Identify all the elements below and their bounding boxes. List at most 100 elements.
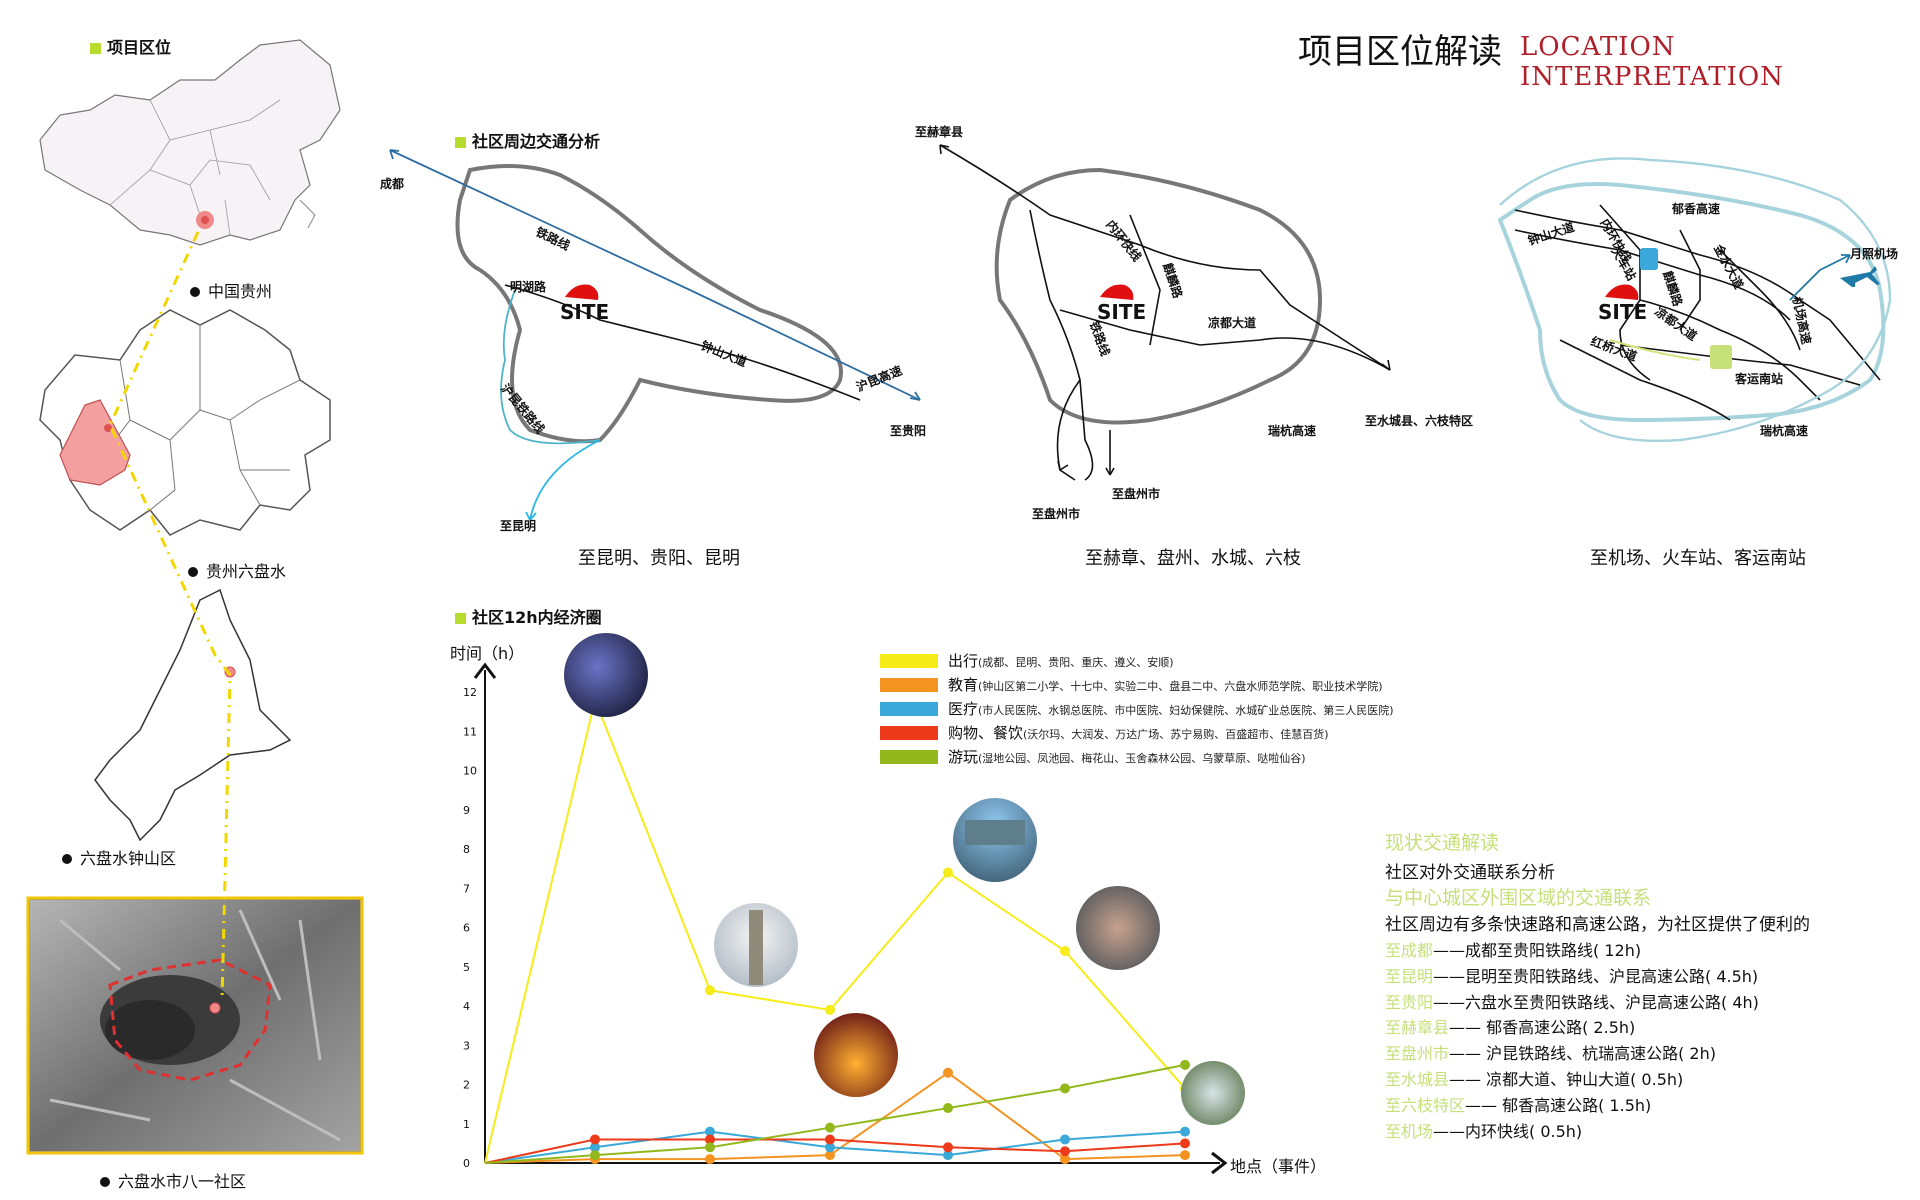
transport-title: 现状交通解读	[1385, 832, 1500, 854]
map2-label-liangdu: 凉都大道	[1208, 316, 1257, 330]
route-detail: ——内环快线( 0.5h)	[1433, 1121, 1583, 1141]
econ-y-axis-label: 时间（h）	[450, 644, 525, 663]
route-detail: —— 凉都大道、钟山大道( 0.5h)	[1449, 1070, 1684, 1089]
route-detail: —— 郁香高速公路( 1.5h)	[1465, 1095, 1652, 1115]
series-point	[1060, 1146, 1070, 1157]
series-point	[590, 1142, 600, 1153]
transport-route: 至赫章县—— 郁香高速公路( 2.5h)	[1385, 1014, 1635, 1038]
series-point	[825, 1004, 835, 1015]
map3-caption: 至机场、火车站、客运南站	[1590, 548, 1806, 569]
y-tick-label: 11	[463, 725, 477, 738]
bullet-icon	[190, 287, 200, 297]
route-destination: 至水城县	[1385, 1070, 1450, 1089]
bullet-icon	[188, 567, 198, 577]
route-destination: 至贵阳	[1385, 992, 1434, 1012]
y-tick-label: 9	[463, 804, 470, 817]
legend-item-shopping: 购物、餐饮(沃尔玛、大润发、万达广场、苏宁易购、百盛超市、佳慧百货)	[880, 722, 1329, 742]
location-level-4: 六盘水市八一社区	[100, 1168, 246, 1192]
map2-label-panzhou-2: 至盘州市	[1032, 507, 1081, 521]
y-tick-label: 10	[463, 765, 477, 778]
y-tick-label: 3	[463, 1039, 470, 1052]
legend-swatch	[880, 750, 938, 764]
location-section-title: 项目区位	[90, 34, 171, 58]
econ-chart-lines	[484, 694, 1190, 1165]
transport-route: 至贵阳——六盘水至贵阳铁路线、沪昆高速公路( 4h)	[1385, 989, 1759, 1013]
series-point	[943, 1142, 953, 1153]
y-tick-label: 8	[463, 843, 470, 856]
series-point	[825, 1142, 835, 1153]
series-point	[1060, 1083, 1070, 1094]
section-square-icon	[90, 43, 101, 54]
series-point	[1180, 1059, 1190, 1070]
location-level-1: 中国贵州	[190, 278, 272, 302]
traffic-map-2	[939, 144, 1391, 481]
route-detail: ——六盘水至贵阳铁路线、沪昆高速公路( 4h)	[1433, 992, 1759, 1012]
legend-item-medical: 医疗(市人民医院、水钢总医院、市中医院、妇幼保健院、水城矿业总医院、第三人民医院…	[880, 698, 1394, 718]
econ-section-title: 社区12h内经济圈	[455, 604, 602, 628]
y-tick-label: 6	[463, 922, 470, 935]
series-point	[943, 1067, 953, 1078]
route-detail: ——成都至贵阳铁路线( 12h)	[1433, 941, 1642, 960]
y-tick-label: 5	[463, 961, 470, 974]
location-level-3: 六盘水钟山区	[62, 845, 176, 869]
section-square-icon	[455, 137, 466, 148]
series-point	[705, 1134, 715, 1145]
page-title-en: LOCATION INTERPRETATION	[1520, 32, 1784, 92]
route-destination: 至机场	[1385, 1121, 1434, 1141]
map2-label-panzhou-1: 至盘州市	[1112, 487, 1161, 501]
map2-caption: 至赫章、盘州、水城、六枝	[1085, 548, 1301, 569]
transport-route: 至水城县—— 凉都大道、钟山大道( 0.5h)	[1385, 1066, 1683, 1090]
map1-label-guiyang: 至贵阳	[890, 424, 927, 438]
transport-sub2: 与中心城区外围区域的交通联系	[1385, 887, 1652, 909]
map3-label-yuezhao: 月照机场	[1850, 247, 1899, 261]
econ-chart-axes	[473, 662, 1228, 1175]
traffic-map-3	[1497, 157, 1892, 443]
route-detail: ——昆明至贵阳铁路线、沪昆高速公路( 4.5h)	[1433, 966, 1759, 986]
section-square-icon	[455, 613, 466, 624]
map2-label-hezhang: 至赫章县	[915, 125, 964, 139]
map2-label-shuicheng: 至水城县、六枝特区	[1365, 414, 1474, 428]
y-tick-label: 7	[463, 882, 470, 895]
legend-swatch	[880, 702, 938, 716]
legend-item-education: 教育(钟山区第二小学、十七中、实验二中、盘县二中、六盘水师范学院、职业技术学院)	[880, 674, 1383, 694]
transport-route: 至六枝特区—— 郁香高速公路( 1.5h)	[1385, 1092, 1651, 1116]
route-destination: 至盘州市	[1385, 1044, 1450, 1064]
zhongshan-district-map	[94, 588, 292, 842]
series-point	[590, 1134, 600, 1145]
econ-photos	[564, 633, 1245, 1125]
route-detail: —— 沪昆铁路线、杭瑞高速公路( 2h)	[1449, 1044, 1716, 1064]
route-destination: 至赫章县	[1385, 1018, 1450, 1038]
legend-swatch	[880, 678, 938, 692]
series-point	[943, 1103, 953, 1114]
legend-item-travel: 出行(成都、昆明、贵阳、重庆、遵义、安顺)	[880, 650, 1174, 670]
transport-desc: 社区周边有多条快速路和高速公路，为社区提供了便利的	[1385, 915, 1810, 935]
bullet-icon	[100, 1177, 110, 1187]
route-destination: 至六枝特区	[1385, 1095, 1466, 1115]
map3-site-label: SITE	[1598, 300, 1648, 324]
series-point	[705, 1154, 715, 1165]
econ-x-axis-label: 地点（事件）	[1230, 1157, 1327, 1176]
series-point	[590, 1150, 600, 1161]
bullet-icon	[62, 854, 72, 864]
guizhou-map	[39, 309, 331, 536]
y-tick-label: 12	[463, 686, 477, 699]
legend-swatch	[880, 726, 938, 740]
map1-site-label: SITE	[560, 300, 610, 324]
series-point	[1180, 1126, 1190, 1137]
series-point	[705, 985, 715, 996]
transport-route: 至昆明——昆明至贵阳铁路线、沪昆高速公路( 4.5h)	[1385, 963, 1758, 987]
series-point	[943, 867, 953, 878]
location-level-2: 贵州六盘水	[188, 558, 286, 582]
series-point	[705, 1142, 715, 1153]
transport-route: 至机场——内环快线( 0.5h)	[1385, 1118, 1582, 1142]
series-point	[1060, 1134, 1070, 1145]
page-title-cn: 项目区位解读	[1298, 32, 1502, 72]
legend-swatch	[880, 654, 938, 668]
map2-site-label: SITE	[1097, 300, 1147, 324]
transport-sub1: 社区对外交通联系分析	[1385, 863, 1555, 883]
route-destination: 至成都	[1385, 941, 1434, 960]
transport-route: 至成都——成都至贵阳铁路线( 12h)	[1385, 937, 1641, 961]
map3-label-keyun: 客运南站	[1735, 372, 1784, 386]
aerial-photo	[26, 896, 364, 1155]
